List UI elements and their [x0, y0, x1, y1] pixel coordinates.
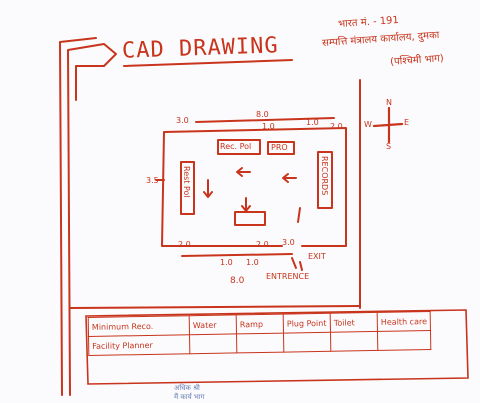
dim-top-left: 3.0 [176, 116, 189, 125]
table-cell: Minimum Reco. [88, 315, 190, 337]
footer-line-1: अधिक श्री [174, 384, 200, 392]
top-dimension-line [195, 117, 335, 123]
table-outline [85, 309, 469, 385]
dim-bottom-total: 8.0 [230, 276, 245, 286]
bottom-frame [69, 305, 361, 309]
frame-inner-line [59, 37, 97, 396]
arrow-down-left [203, 179, 213, 198]
table-cell [283, 332, 331, 353]
table-cell: Health care [377, 311, 431, 332]
room-label-rec-pol: Rec. Pol [220, 142, 252, 151]
dim-bottom-small-b: 1.0 [246, 258, 259, 267]
arrow-left-right [282, 173, 297, 183]
outer-frame [67, 43, 117, 396]
footer-signature: अधिक श्री मैं कार्य भाग [174, 384, 205, 402]
compass-south: S [386, 142, 392, 151]
building-outline [161, 127, 347, 247]
dim-top-right-b: 2.0 [330, 122, 343, 131]
room-box-rest-pol [180, 161, 195, 215]
table-cell [236, 333, 284, 353]
table-cell [330, 331, 378, 352]
title-underline [123, 59, 293, 67]
room-label-rest-pol: Rest Pol [182, 166, 191, 198]
entrance-label: ENTRENCE [266, 272, 310, 281]
arrow-down-center [241, 197, 251, 212]
bottom-dimension-line [181, 253, 293, 257]
arrow-up-right [297, 207, 301, 223]
table-cell: Facility Planner [88, 334, 190, 356]
exit-label: EXIT [308, 252, 326, 261]
compass-east: E [404, 118, 410, 127]
table-cell: Toilet [330, 312, 378, 333]
dim-top-center: 8.0 [256, 110, 269, 119]
compass-cross [372, 106, 404, 144]
room-box-records [317, 151, 333, 209]
dim-top-right-a: 1.0 [306, 118, 319, 127]
table-cell [377, 330, 431, 351]
facility-table: Minimum Reco. Water Ramp Plug Point Toil… [88, 311, 432, 356]
dim-bottom-center: 2.0 [256, 240, 269, 249]
arrow-left-center [236, 167, 251, 177]
room-label-records: RECORDS [320, 156, 329, 196]
entrance-arrow [291, 257, 303, 271]
room-box-pro [267, 141, 295, 155]
table-cell [189, 333, 237, 354]
room-label-pro: PRO [271, 143, 288, 152]
room-box-center [234, 211, 266, 226]
compass-north: N [386, 98, 392, 107]
table-cell: Plug Point [283, 313, 331, 334]
compass-west: W [364, 120, 372, 129]
footer-line-2: मैं कार्य भाग [174, 393, 205, 401]
dim-bottom-left: 2.0 [178, 240, 191, 249]
room-box-rec-pol [217, 139, 261, 155]
table-cell: Ramp [236, 314, 284, 334]
dim-bottom-right: 3.0 [282, 238, 295, 247]
dim-bottom-small-a: 1.0 [220, 258, 233, 267]
dim-left-side: 3.5 [146, 176, 159, 185]
dim-top-center-sub: 1.0 [262, 122, 275, 131]
table-cell: Water [189, 314, 237, 335]
